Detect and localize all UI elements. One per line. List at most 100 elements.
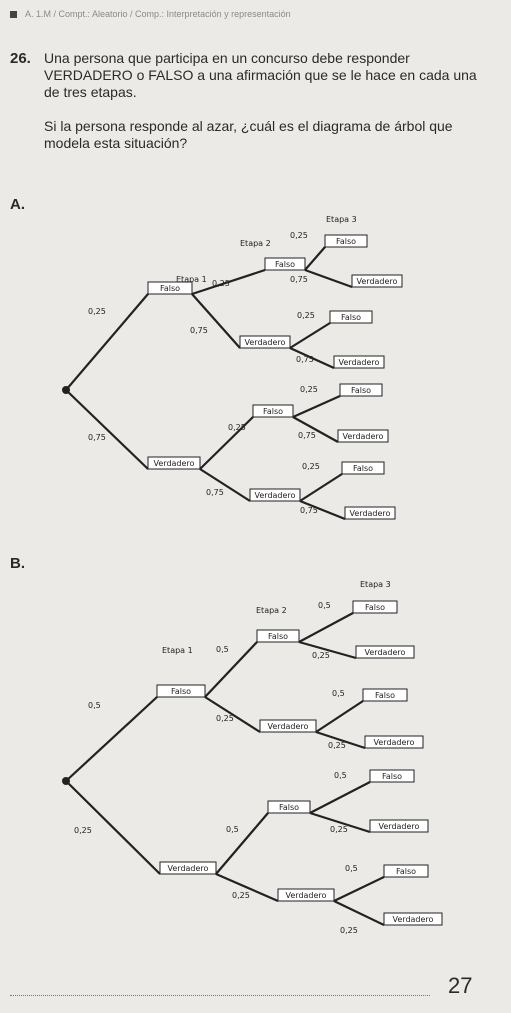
prob-l3-3-bottom: 0,25: [340, 926, 358, 935]
section-header: A. 1.M / Compt.: Aleatorio / Comp.: Inte…: [10, 5, 490, 23]
branch-l3-3-top: [299, 473, 343, 502]
etapa-3-label: Etapa 3: [326, 215, 357, 224]
node-l1-falso-box: [147, 281, 193, 295]
node-l3-3-verdadero-box: [344, 506, 396, 520]
node-l2-1-falso-box: [252, 404, 294, 418]
node-l3-1-falso-box: [362, 688, 408, 702]
etapa-1-label: Etapa 1: [162, 646, 193, 655]
branch-l3-1-top: [289, 322, 331, 349]
node-l2-0-verdadero-label: Verdadero: [268, 722, 309, 731]
prob-l3-3-top: 0,5: [345, 864, 358, 873]
prob-l2-0-bottom: 0,25: [216, 714, 234, 723]
node-l3-0-verdadero-label: Verdadero: [357, 277, 398, 286]
branch-l3-3-top: [333, 876, 385, 902]
branch-l2-1-top: [215, 812, 269, 875]
etapa-3-label: Etapa 3: [360, 580, 391, 589]
page-number: 27: [448, 973, 473, 998]
node-l3-0-falso-box: [324, 234, 368, 248]
node-l3-0-falso-label: Falso: [365, 603, 385, 612]
prob-l2-1-bottom: 0,75: [206, 488, 224, 497]
node-l1-verdadero-label: Verdadero: [154, 459, 195, 468]
prob-l3-1-bottom: 0,25: [328, 741, 346, 750]
branch-l2-0-top: [204, 641, 258, 698]
node-l3-1-verdadero-box: [333, 355, 385, 369]
node-l1-falso-box: [156, 684, 206, 698]
branch-l2-0-bottom: [191, 293, 241, 349]
node-l3-3-verdadero-label: Verdadero: [350, 509, 391, 518]
bullet-square-icon: [10, 10, 17, 18]
prob-l3-2-top: 0,25: [300, 385, 318, 394]
prob-l2-1-top: 0,5: [226, 825, 239, 834]
branch-l3-1-bottom: [289, 346, 335, 370]
node-l3-2-falso-label: Falso: [351, 386, 371, 395]
node-l2-0-verdadero-label: Verdadero: [245, 338, 286, 347]
node-l3-2-verdadero-box: [337, 429, 389, 443]
branch-l3-0-bottom: [304, 268, 353, 289]
node-l3-1-verdadero-box: [364, 735, 424, 749]
etapa-2-label: Etapa 2: [240, 239, 271, 248]
node-l3-1-falso-label: Falso: [341, 313, 361, 322]
branch-l3-3-bottom: [333, 900, 385, 926]
node-l3-1-verdadero-label: Verdadero: [339, 358, 380, 367]
prob-l2-0-bottom: 0,75: [190, 326, 208, 335]
branch-l3-2-top: [292, 394, 341, 419]
node-l3-0-verdadero-label: Verdadero: [365, 648, 406, 657]
question-number: 26.: [10, 50, 31, 67]
node-l2-0-falso-label: Falso: [275, 260, 295, 269]
node-l3-2-verdadero-label: Verdadero: [343, 432, 384, 441]
node-l3-3-verdadero-box: [383, 912, 443, 926]
option-b-label: B.: [10, 555, 25, 572]
node-l1-verdadero-box: [147, 456, 201, 470]
branch-l3-0-top: [298, 612, 354, 643]
branch-l1-top: [65, 293, 149, 391]
prob-l2-1-top: 0,25: [228, 423, 246, 432]
node-l2-0-falso-box: [264, 257, 306, 271]
prob-l3-1-top: 0,25: [297, 311, 315, 320]
prob-l3-2-bottom: 0,75: [298, 431, 316, 440]
branch-l2-0-top: [191, 268, 266, 296]
branch-l3-1-bottom: [315, 730, 366, 750]
node-l2-1-verdadero-label: Verdadero: [255, 491, 296, 500]
node-l2-1-verdadero-label: Verdadero: [286, 891, 327, 900]
node-l3-2-falso-box: [369, 769, 415, 783]
node-l1-falso-label: Falso: [160, 284, 180, 293]
node-l3-0-falso-label: Falso: [336, 237, 356, 246]
branch-l3-2-top: [309, 781, 371, 814]
branch-l2-1-top: [199, 416, 254, 470]
node-l3-3-falso-label: Falso: [353, 464, 373, 473]
prob-l3-3-top: 0,25: [302, 462, 320, 471]
branch-l1-bottom: [65, 389, 149, 470]
node-l2-0-falso-label: Falso: [268, 632, 288, 641]
node-l3-0-falso-box: [352, 600, 398, 614]
footer-divider: [10, 995, 430, 996]
prob-l3-0-bottom: 0,75: [290, 275, 308, 284]
branch-l2-1-bottom: [199, 468, 251, 502]
node-l3-1-falso-box: [329, 310, 373, 324]
question-text: Una persona que participa en un concurso…: [44, 50, 484, 169]
prob-l2-0-top: 0,25: [212, 279, 230, 288]
node-l3-2-falso-label: Falso: [382, 772, 402, 781]
node-l2-0-verdadero-box: [259, 719, 317, 733]
node-l3-1-verdadero-label: Verdadero: [374, 738, 415, 747]
node-l3-2-falso-box: [339, 383, 383, 397]
node-l3-0-verdadero-box: [355, 645, 415, 659]
node-l2-1-falso-label: Falso: [263, 407, 283, 416]
node-l2-0-falso-box: [256, 629, 300, 643]
node-l3-0-verdadero-box: [351, 274, 403, 288]
branch-l1-top: [65, 696, 158, 782]
prob-l3-1-top: 0,5: [332, 689, 345, 698]
branch-l3-1-top: [315, 700, 364, 733]
node-l3-3-falso-box: [341, 461, 385, 475]
node-l2-1-verdadero-box: [249, 488, 301, 502]
node-l2-1-falso-box: [267, 800, 311, 814]
prob-l3-3-bottom: 0,75: [300, 506, 318, 515]
option-a-label: A.: [10, 196, 25, 213]
node-l3-2-verdadero-label: Verdadero: [379, 822, 420, 831]
prob-l3-0-top: 0,5: [318, 601, 331, 610]
node-l3-3-falso-label: Falso: [396, 867, 416, 876]
branch-l3-0-top: [304, 246, 326, 271]
prob-l3-1-bottom: 0,75: [296, 355, 314, 364]
node-l3-1-falso-label: Falso: [375, 691, 395, 700]
